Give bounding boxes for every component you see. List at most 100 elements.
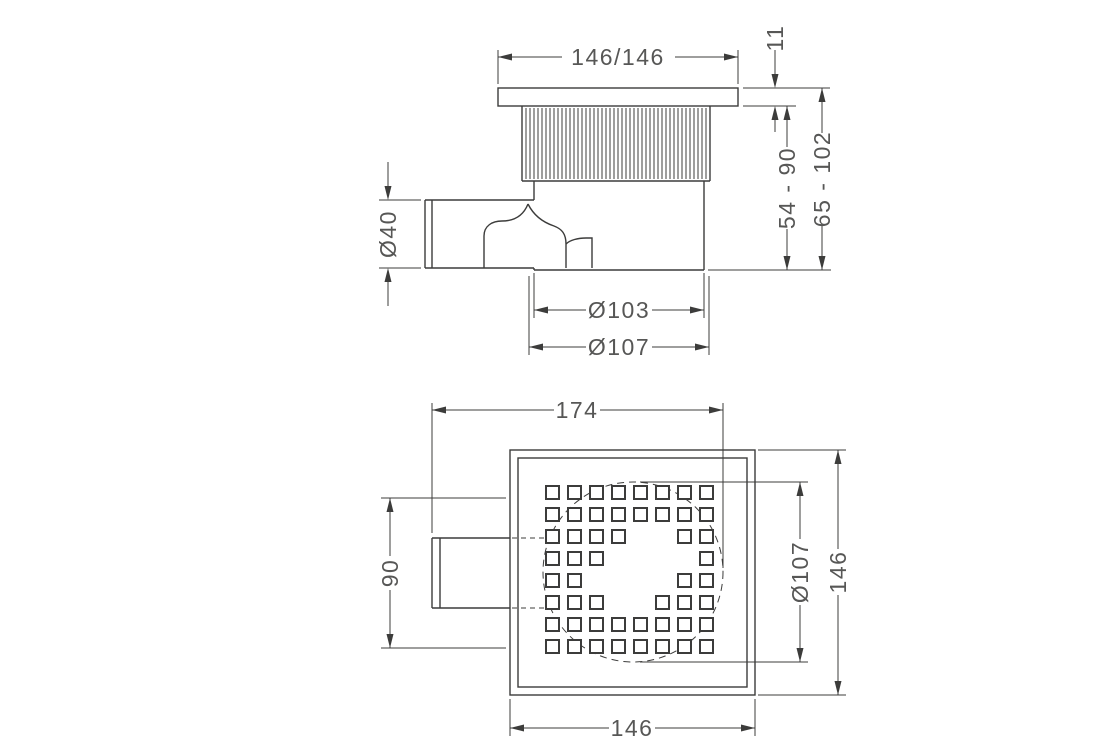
dim-flange-diameter: Ø107 (528, 276, 710, 360)
arrow-right (690, 306, 704, 314)
grate-frame-inner (517, 457, 748, 688)
extension-lines (497, 50, 739, 84)
extension-lines (743, 87, 830, 107)
dim-label-height-range-outer: 65 - 102 (809, 131, 835, 227)
arrow-top (818, 88, 826, 102)
dim-total-depth: 174 (431, 397, 724, 568)
grate-hole (545, 529, 560, 544)
arrow-top (834, 450, 842, 464)
arrow-bottom (783, 256, 791, 270)
trap-curve-mid (527, 203, 567, 268)
grate-hole (633, 639, 648, 654)
arrow-bottom (771, 106, 779, 120)
grate-hole (567, 507, 582, 522)
arrow-top (783, 106, 791, 120)
dim-label-body-diameter: Ø103 (588, 297, 650, 323)
extension-lines (640, 481, 808, 663)
arrow-right (709, 406, 723, 414)
dim-label-side-length: 146 (825, 551, 851, 594)
dim-flange-height: 11 (743, 25, 830, 132)
grate-hole (699, 595, 714, 610)
dim-body-diameter: Ø103 (533, 273, 705, 323)
dim-height-range-inner: 54 - 90 (708, 106, 831, 271)
grate-hole (589, 639, 604, 654)
grate-hole (589, 529, 604, 544)
grate-hole (677, 617, 692, 632)
grate-hole (545, 573, 560, 588)
grate-hole (545, 507, 560, 522)
extension-lines (528, 276, 710, 355)
grate-hole (677, 485, 692, 500)
flange-plate (497, 87, 739, 107)
arrow-right (741, 724, 755, 732)
grate-hole (567, 639, 582, 654)
trap-curve-right (565, 237, 593, 268)
arrow-bottom (834, 681, 842, 695)
thread-hatch (525, 108, 707, 179)
grate-hole (611, 529, 626, 544)
arrow-top (384, 186, 392, 200)
arrow-top (771, 74, 779, 88)
extension-lines (431, 403, 724, 568)
dim-trap-diameter: Ø107 (640, 481, 813, 663)
thread-collar-outline (521, 106, 711, 182)
grate-hole (589, 595, 604, 610)
grate-hole (655, 485, 670, 500)
top-view-fixture (431, 449, 756, 696)
arrow-left (510, 724, 524, 732)
grate-hole (611, 485, 626, 500)
dim-label-flange-height: 11 (762, 25, 788, 52)
extension-lines (381, 497, 506, 649)
grate-hole (699, 507, 714, 522)
dim-label-flange-diameter: Ø107 (588, 334, 650, 360)
extension-lines (758, 449, 846, 696)
grate-hole (545, 551, 560, 566)
grate-hole (567, 595, 582, 610)
trap-curve-left (483, 203, 529, 268)
grate-hole (545, 617, 560, 632)
grate-hole (567, 617, 582, 632)
dim-outlet-offset: 90 (377, 497, 506, 649)
arrow-left (534, 306, 548, 314)
arrow-right (695, 343, 709, 351)
grate-hole (545, 595, 560, 610)
dim-label-bottom-width: 146 (611, 715, 654, 741)
arrow-top (796, 482, 804, 496)
grate-hole (655, 639, 670, 654)
grate-hole (633, 507, 648, 522)
grate-hole (677, 639, 692, 654)
grate-frame-outer (509, 449, 756, 696)
outlet-pipe (424, 199, 534, 269)
arrow-bottom (818, 256, 826, 270)
grate-hole (677, 529, 692, 544)
arrow-bottom (386, 634, 394, 648)
drain-body (533, 181, 705, 271)
grate-hole (589, 617, 604, 632)
grate-hole (633, 617, 648, 632)
grate-hole (567, 573, 582, 588)
grate-hole (633, 485, 648, 500)
arrow-right (724, 53, 738, 61)
outlet-pipe-top (431, 537, 510, 609)
grate-hole (611, 639, 626, 654)
dim-height-range-outer: 65 - 102 (809, 88, 835, 270)
side-view: 146/146 11 54 - 90 65 - 102 (375, 25, 835, 360)
grate-hole (677, 573, 692, 588)
arrow-left (432, 406, 446, 414)
grate-hole (589, 551, 604, 566)
extension-lines (509, 699, 756, 736)
dim-label-outlet-diameter: Ø40 (375, 210, 401, 258)
dim-label-trap-diameter: Ø107 (787, 541, 813, 603)
grate-hole (699, 617, 714, 632)
outlet-pipe-hidden-lines (512, 537, 548, 609)
arrow-left (498, 53, 512, 61)
grate-hole (589, 507, 604, 522)
grate-hole (699, 551, 714, 566)
dim-outlet-diameter: Ø40 (375, 162, 421, 306)
arrow-bottom (796, 648, 804, 662)
grate-hole (545, 485, 560, 500)
arrow-bottom (384, 268, 392, 282)
grate-hole (611, 507, 626, 522)
grate-hole (567, 529, 582, 544)
